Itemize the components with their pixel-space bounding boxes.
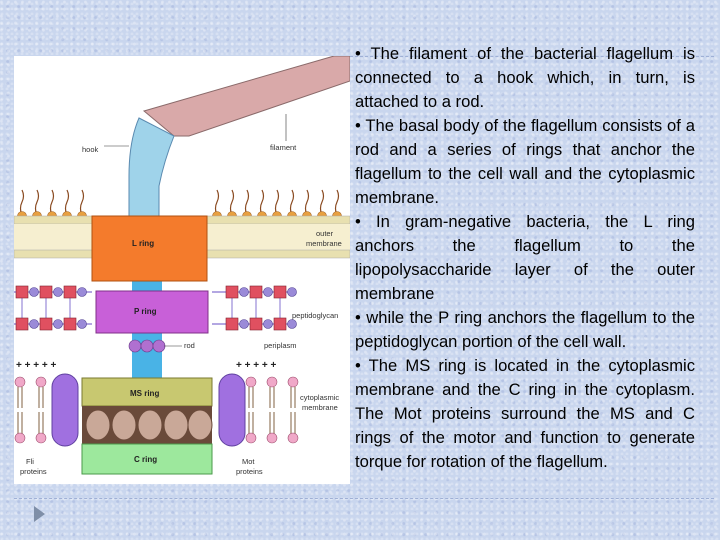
peptidoglycan-link-node xyxy=(288,288,297,297)
peptidoglycan-node xyxy=(250,318,262,330)
bullet-ms-ring: • The MS ring is located in the cytoplas… xyxy=(355,354,695,474)
plus-signs-right: + + + + + xyxy=(236,360,276,371)
peptidoglycan-link-node xyxy=(264,320,273,329)
peptidoglycan-node xyxy=(64,318,76,330)
phospholipid-head xyxy=(246,433,256,443)
peptidoglycan-link-node xyxy=(30,320,39,329)
peptidoglycan-link-node xyxy=(240,320,249,329)
peptidoglycan-node xyxy=(64,286,76,298)
peptidoglycan-label: peptidoglycan xyxy=(292,311,338,320)
flagellum-svg: L ring P ring + + + + + + + + + + MS rin… xyxy=(14,56,350,484)
switch-protein xyxy=(164,410,188,440)
peptidoglycan-node xyxy=(226,286,238,298)
c-ring-label: C ring xyxy=(134,455,157,464)
peptidoglycan-link-node xyxy=(78,320,87,329)
peptidoglycan-node xyxy=(16,286,28,298)
peptidoglycan-node xyxy=(274,286,286,298)
switch-protein xyxy=(188,410,212,440)
l-ring-label: L ring xyxy=(132,239,154,248)
cytoplasmic-membrane-label-2: membrane xyxy=(302,403,338,412)
ms-ring-label: MS ring xyxy=(130,389,159,398)
hook-shape xyxy=(129,118,174,221)
phospholipid-head xyxy=(288,377,298,387)
fli-proteins-label-1: Fli xyxy=(26,457,34,466)
periplasm-label: periplasm xyxy=(264,341,297,350)
phospholipid-head xyxy=(36,433,46,443)
peptidoglycan-link-node xyxy=(54,288,63,297)
bullet-l-ring: • In gram-negative bacteria, the L ring … xyxy=(355,210,695,306)
slide-divider-bottom xyxy=(14,498,714,499)
switch-proteins xyxy=(86,410,212,440)
switch-protein xyxy=(86,410,110,440)
peptidoglycan-link-node xyxy=(288,320,297,329)
peptidoglycan-node xyxy=(250,286,262,298)
bullet-basal-body: • The basal body of the flagellum consis… xyxy=(355,114,695,210)
peptidoglycan-link-node xyxy=(30,288,39,297)
rod-label: rod xyxy=(184,341,195,350)
mot-proteins-label-2: proteins xyxy=(236,467,263,476)
phospholipid-head xyxy=(267,433,277,443)
outer-membrane-label-1: outer xyxy=(316,229,334,238)
phospholipid-head xyxy=(15,433,25,443)
rod-bead xyxy=(153,340,165,352)
l-ring-shape xyxy=(92,216,207,281)
mot-protein-left xyxy=(52,374,78,446)
peptidoglycan-node xyxy=(40,286,52,298)
mot-proteins-label-1: Mot xyxy=(242,457,255,466)
hook-label: hook xyxy=(82,145,99,154)
bullet-filament: • The filament of the bacterial flagellu… xyxy=(355,42,695,114)
plus-signs-left: + + + + + xyxy=(16,360,56,371)
bullet-list: • The filament of the bacterial flagellu… xyxy=(355,42,695,474)
peptidoglycan-link-node xyxy=(240,288,249,297)
rod-beads xyxy=(129,340,165,352)
peptidoglycan-link-node xyxy=(54,320,63,329)
outer-membrane-label-2: membrane xyxy=(306,239,342,248)
peptidoglycan-link-node xyxy=(264,288,273,297)
mot-protein-right xyxy=(219,374,245,446)
filament-shape xyxy=(144,56,350,136)
filament-label: filament xyxy=(270,143,297,152)
peptidoglycan-node xyxy=(274,318,286,330)
rod-bead xyxy=(129,340,141,352)
phospholipid-head xyxy=(288,433,298,443)
peptidoglycan-node xyxy=(16,318,28,330)
fli-proteins-label-2: proteins xyxy=(20,467,47,476)
phospholipid-head xyxy=(15,377,25,387)
phospholipid-head xyxy=(246,377,256,387)
peptidoglycan-link-node xyxy=(78,288,87,297)
phospholipid-head xyxy=(36,377,46,387)
peptidoglycan-node xyxy=(40,318,52,330)
p-ring-label: P ring xyxy=(134,307,157,316)
flagellum-diagram: L ring P ring + + + + + + + + + + MS rin… xyxy=(14,56,350,484)
next-slide-arrow-icon[interactable] xyxy=(34,506,45,522)
switch-protein xyxy=(138,410,162,440)
bullet-p-ring: • while the P ring anchors the flagellum… xyxy=(355,306,695,354)
phospholipid-head xyxy=(267,377,277,387)
peptidoglycan-node xyxy=(226,318,238,330)
switch-protein xyxy=(112,410,136,440)
cytoplasmic-membrane-label-1: cytoplasmic xyxy=(300,393,339,402)
rod-bead xyxy=(141,340,153,352)
